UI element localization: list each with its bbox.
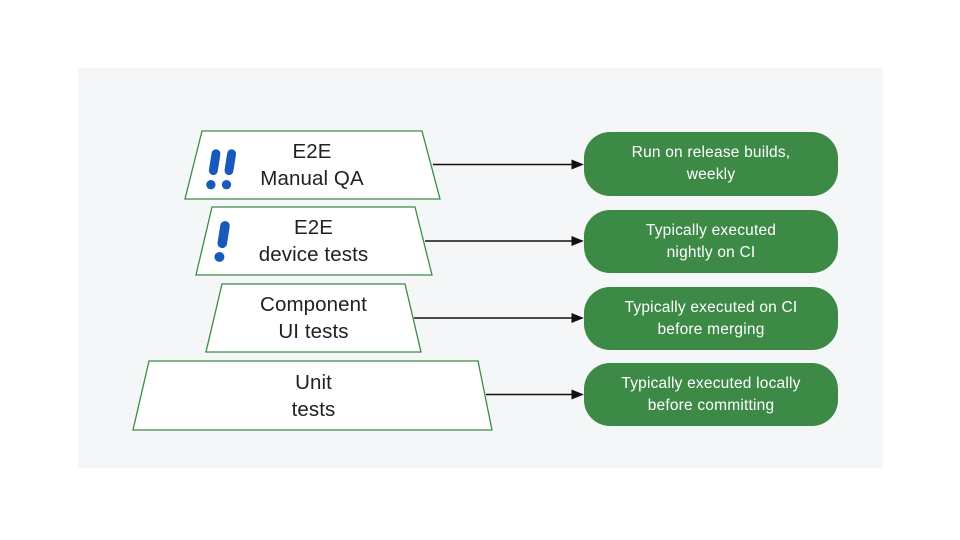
annotation-e2e-device-tests: Typically executed nightly on CI [584,210,838,273]
level-label-component-ui-tests: Component UI tests [260,293,367,343]
level-label-e2e-device-tests: E2E device tests [258,216,369,266]
trapezoid-unit-tests [132,360,493,431]
level-label-unit-tests: Unit tests [291,370,336,421]
level-label-e2e-manual-qa: E2E Manual QA [260,140,364,190]
annotation-component-ui-tests: Typically executed on CI before merging [584,287,838,350]
trapezoid-component-ui-tests [205,283,422,353]
trapezoid-e2e-manual-qa [184,130,441,200]
annotation-unit-tests: Typically executed locally before commit… [584,363,838,426]
trapezoid-e2e-device-tests [195,206,433,276]
annotation-e2e-manual-qa: Run on release builds, weekly [584,132,838,196]
single-exclamation-icon [212,220,233,263]
double-exclamation-icon [205,147,241,193]
